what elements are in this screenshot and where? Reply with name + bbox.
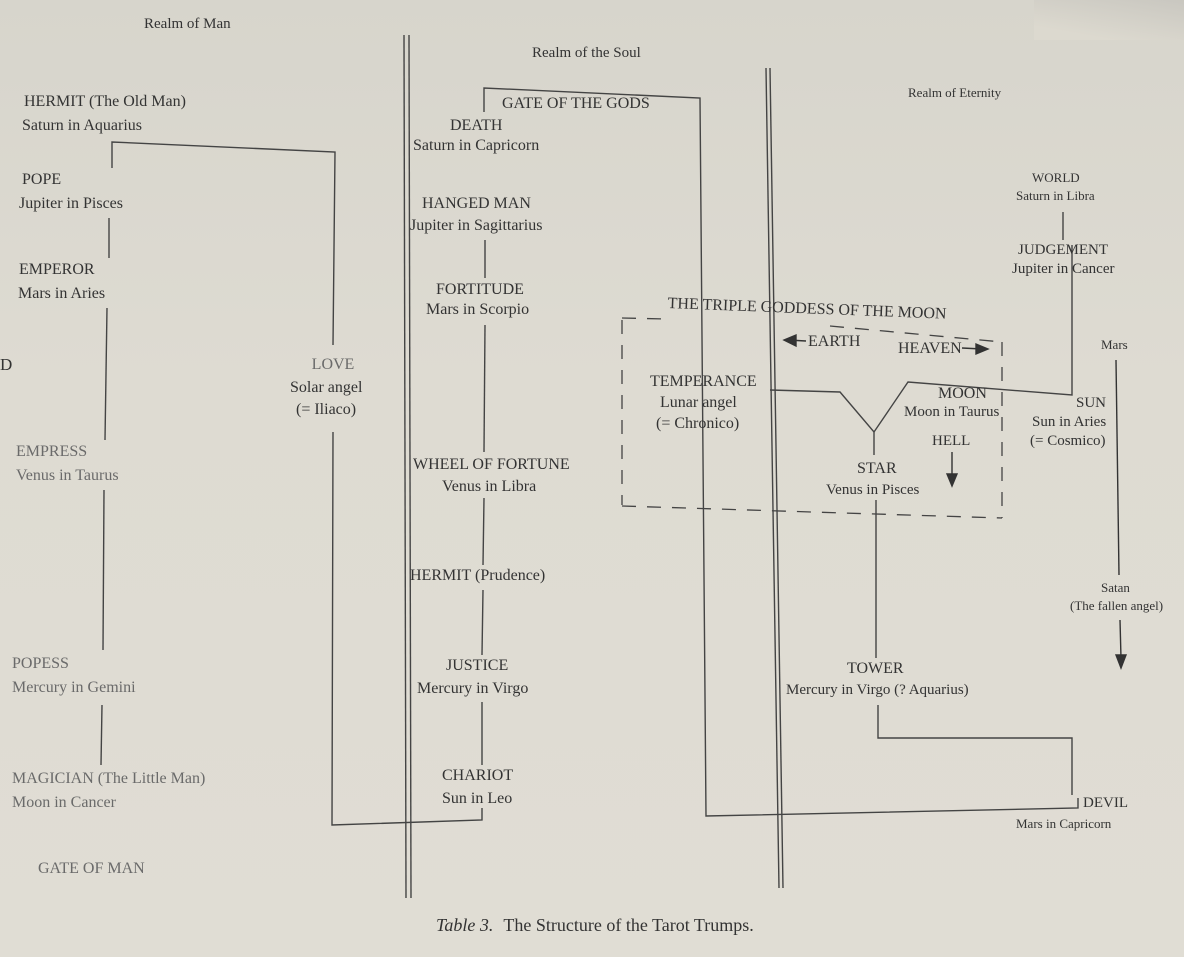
love-solar-angel: Solar angel [290,379,363,396]
line-empress-popess [102,489,105,651]
planet-mercury-virgo: Mercury in Virgo [417,680,529,697]
moon-box-top-right [829,325,1003,343]
divider-eternity-b [769,67,784,889]
table-caption: Table 3. The Structure of the Tarot Trump… [436,916,754,934]
card-hermit-prudence: HERMIT (Prudence) [410,567,546,584]
gate-of-man: GATE OF MAN [38,860,145,877]
card-magician: MAGICIAN (The Little Man) [12,770,206,787]
card-moon: MOON [938,385,987,402]
planet-saturn-aquarius: Saturn in Aquarius [22,117,142,134]
satan-label: Satan [1101,580,1130,595]
card-tower: TOWER [847,660,904,677]
card-judgement: JUDGEMENT [1018,242,1108,258]
card-chariot: CHARIOT [442,767,514,784]
card-star: STAR [857,460,897,477]
card-temperance: TEMPERANCE [650,373,757,390]
heaven-label: HEAVEN [898,340,962,357]
gate-of-the-gods: GATE OF THE GODS [502,95,650,112]
moon-box-top-left [621,317,669,320]
hell-label: HELL [932,433,971,449]
line-fortitude-wheel [483,324,486,453]
planet-venus-pisces: Venus in Pisces [826,482,920,498]
moon-box-bottom [621,505,1003,519]
divider-soul-left-a [403,34,407,899]
card-death: DEATH [450,117,503,134]
planet-jupiter-cancer: Jupiter in Cancer [1012,261,1115,277]
card-wheel-of-fortune: WHEEL OF FORTUNE [413,456,570,473]
line-gate-devil [483,87,1079,817]
arrow-hell-head [945,473,959,488]
planet-mars-aries: Mars in Aries [18,285,106,302]
caption-text: The Structure of the Tarot Trumps. [503,915,754,935]
card-emperor: EMPEROR [19,261,95,278]
page-edge [1034,0,1184,40]
arrow-heaven-head [975,342,990,356]
planet-saturn-libra: Saturn in Libra [1016,188,1095,203]
divider-eternity-a [765,67,780,889]
planet-venus-taurus: Venus in Taurus [16,467,119,484]
planet-mercury-virgo-aquarius: Mercury in Virgo (? Aquarius) [786,682,969,698]
margin-mark: D [0,355,13,374]
line-hermit-to-love [111,141,336,346]
card-sun: SUN [1076,395,1107,411]
card-love: LOVE [311,356,355,373]
card-devil: DEVIL [1083,795,1128,811]
satan-fallen-angel: (The fallen angel) [1070,598,1164,613]
arrow-mars-satan-shaft [1115,359,1120,576]
planet-jupiter-pisces: Jupiter in Pisces [19,195,123,212]
planet-sun-leo: Sun in Leo [442,790,513,807]
realm-eternity-label: Realm of Eternity [908,85,1002,100]
planet-sun-aries: Sun in Aries [1032,414,1107,430]
planet-mercury-gemini: Mercury in Gemini [12,679,136,696]
card-popess: POPESS [12,655,69,672]
card-hermit-old-man: HERMIT (The Old Man) [24,93,186,110]
realm-soul-label: Realm of the Soul [532,45,641,61]
caption-label: Table 3. [436,915,494,935]
card-fortitude: FORTITUDE [436,281,524,298]
arrow-satan-down-shaft [1119,619,1122,659]
arrow-earth-head [782,333,797,348]
line-popess-magician [100,704,103,766]
line-love-chariot [331,431,483,826]
planet-moon-taurus: Moon in Taurus [904,404,1000,420]
planet-jupiter-sagittarius: Jupiter in Sagittarius [410,217,543,234]
line-temperance-moon [769,245,1073,434]
line-emperor-empress [104,307,108,441]
planet-mars-scorpio: Mars in Scorpio [426,301,530,318]
line-wheel-hermit [482,497,485,566]
card-empress: EMPRESS [16,443,88,460]
temperance-lunar-angel: Lunar angel [660,394,737,411]
card-world: WORLD [1032,170,1080,185]
planet-venus-libra: Venus in Libra [442,478,537,495]
card-pope: POPE [22,171,62,188]
line-hermit-justice [481,589,484,656]
sun-cosmico: (= Cosmico) [1030,433,1106,449]
earth-label: EARTH [808,333,861,350]
card-justice: JUSTICE [446,657,509,674]
planet-saturn-capricorn: Saturn in Capricorn [413,137,540,154]
divider-soul-left-b [408,34,412,899]
realm-man-label: Realm of Man [144,16,231,32]
temperance-chronico: (= Chronico) [656,415,740,432]
arrow-satan-down-head [1114,654,1128,670]
card-hanged-man: HANGED MAN [422,195,531,212]
mars-label: Mars [1101,337,1128,352]
love-iliaco: (= Iliaco) [296,401,357,418]
line-tower-devil [877,705,1073,795]
planet-mars-capricorn: Mars in Capricorn [1016,816,1112,831]
planet-moon-cancer: Moon in Cancer [12,794,116,811]
